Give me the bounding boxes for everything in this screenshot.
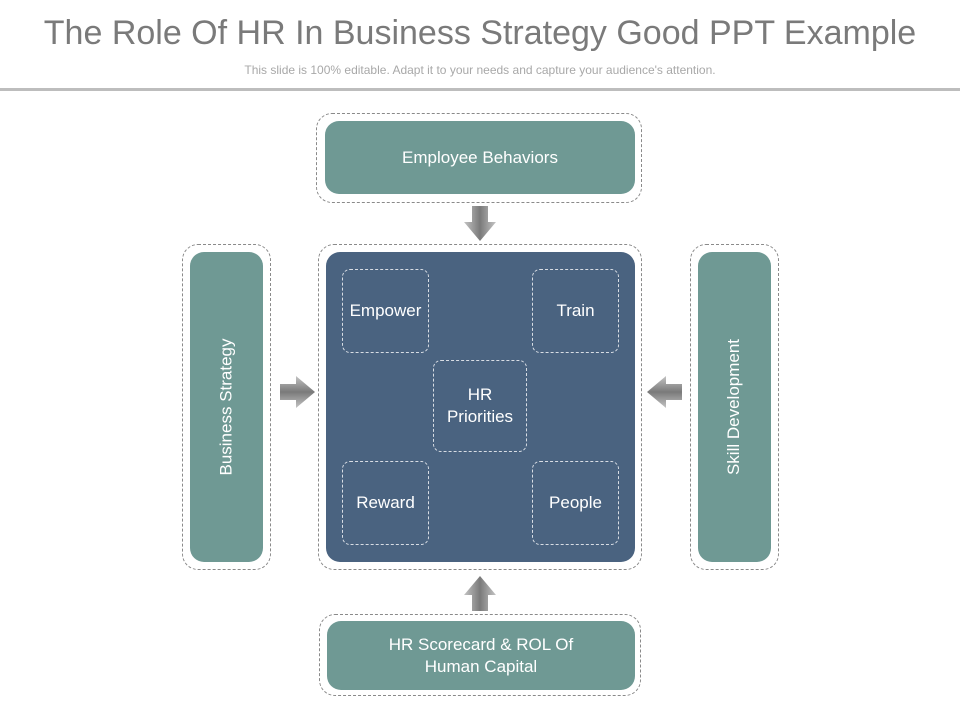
reward-label: Reward	[356, 493, 415, 512]
hr-scorecard-label-line1: HR Scorecard & ROL Of	[388, 634, 574, 654]
reward-tile: Reward	[342, 461, 429, 545]
empower-label: Empower	[349, 301, 422, 320]
train-label: Train	[556, 301, 595, 320]
hr-priorities-tile: HR Priorities	[433, 360, 527, 452]
arrow-right-icon	[280, 376, 315, 408]
arrow-down-icon	[464, 206, 496, 241]
hr-scorecard-label-line2: Human Capital	[424, 656, 538, 676]
employee-behaviors-box: Employee Behaviors	[325, 121, 635, 194]
hr-priorities-label-line2: Priorities	[446, 407, 514, 426]
skill-development-label: Skill Development	[724, 338, 744, 476]
slide-title: The Role Of HR In Business Strategy Good…	[43, 14, 917, 52]
hr-scorecard-box: HR Scorecard & ROL Of Human Capital	[327, 621, 635, 690]
business-strategy-label: Business Strategy	[216, 338, 236, 476]
empower-tile: Empower	[342, 269, 429, 353]
hr-priorities-label-line1: HR	[467, 385, 493, 404]
train-tile: Train	[532, 269, 619, 353]
people-label: People	[549, 493, 602, 512]
arrow-left-icon	[647, 376, 682, 408]
business-strategy-box: Business Strategy	[190, 252, 263, 562]
slide-subtitle: This slide is 100% editable. Adapt it to…	[244, 63, 716, 77]
employee-behaviors-label: Employee Behaviors	[402, 147, 558, 167]
people-tile: People	[532, 461, 619, 545]
header-divider	[0, 88, 960, 91]
hr-priorities-panel	[326, 252, 635, 562]
arrow-up-icon	[464, 576, 496, 611]
skill-development-box: Skill Development	[698, 252, 771, 562]
